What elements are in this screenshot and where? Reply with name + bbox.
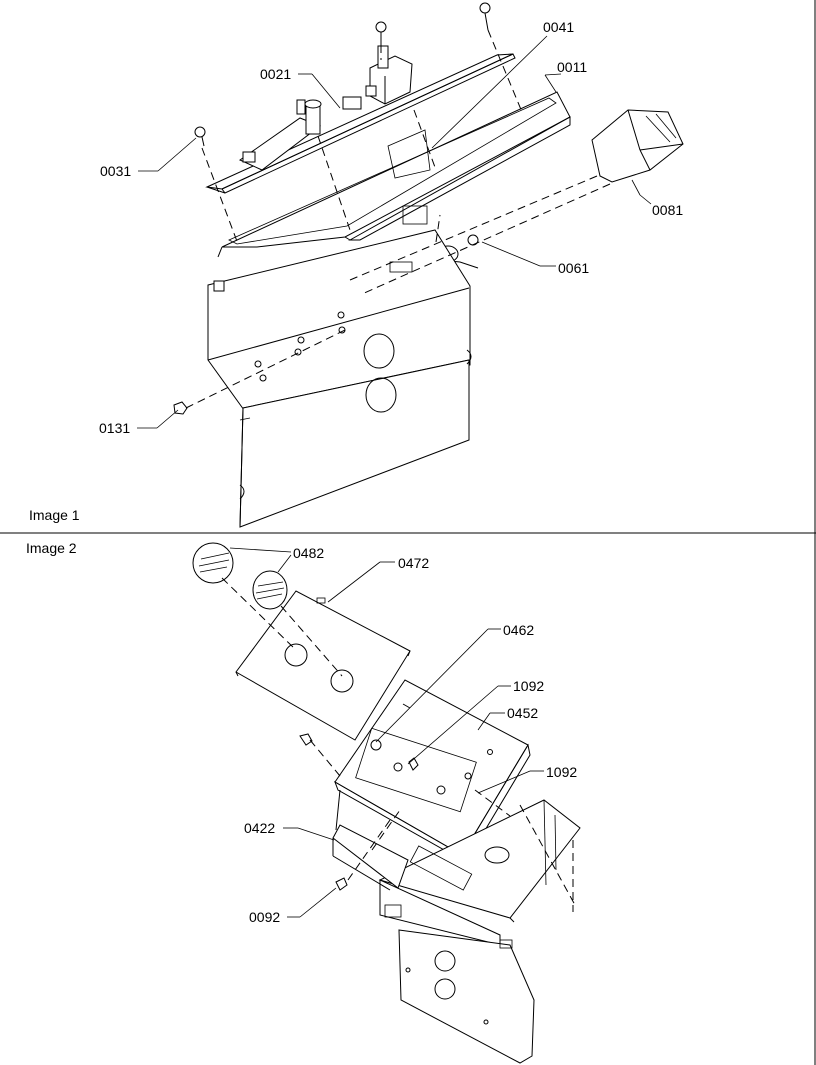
callout-0041: 0041: [543, 19, 574, 35]
callout-0472: 0472: [398, 555, 429, 571]
callouts-image2: 0482 0472 0462 1092 0452 1092 0422 0092: [244, 545, 577, 925]
assembly-lines-1: [185, 29, 611, 409]
callout-0031: 0031: [100, 163, 131, 179]
callout-leaders: [137, 35, 652, 918]
assembly-lines-2: [221, 577, 576, 912]
callout-0462: 0462: [503, 622, 534, 638]
callout-0011: 0011: [557, 59, 587, 75]
callout-0482: 0482: [293, 545, 324, 561]
image2-drawing: [192, 542, 581, 1064]
knobs: [192, 542, 288, 610]
callout-0422: 0422: [244, 820, 275, 836]
callout-0131: 0131: [99, 420, 130, 436]
lower-panel: [398, 929, 535, 1064]
bezel-plate: [235, 590, 411, 741]
bracket-0422: [332, 824, 409, 891]
image1-drawing: [173, 2, 684, 528]
callout-0081: 0081: [652, 202, 683, 218]
callout-1092-upper: 1092: [513, 678, 544, 694]
callout-0021: 0021: [260, 66, 291, 82]
callout-0452: 0452: [507, 705, 538, 721]
callout-0061: 0061: [558, 260, 589, 276]
image2-label: Image 2: [26, 540, 77, 556]
image1-label: Image 1: [29, 507, 80, 523]
back-panel: [207, 229, 472, 528]
callouts-image1: 0041 0011 0021 0031 0081 0061 0131: [99, 19, 683, 436]
switch-assembly: [238, 96, 362, 171]
base-chassis: [378, 772, 581, 946]
actuator: [365, 45, 413, 105]
callout-1092-lower: 1092: [546, 764, 577, 780]
callout-0092: 0092: [249, 909, 280, 925]
control-bracket-plate: [205, 53, 516, 194]
screws-top: [194, 2, 491, 147]
relay-module: [591, 109, 684, 183]
control-tray: [217, 91, 571, 258]
